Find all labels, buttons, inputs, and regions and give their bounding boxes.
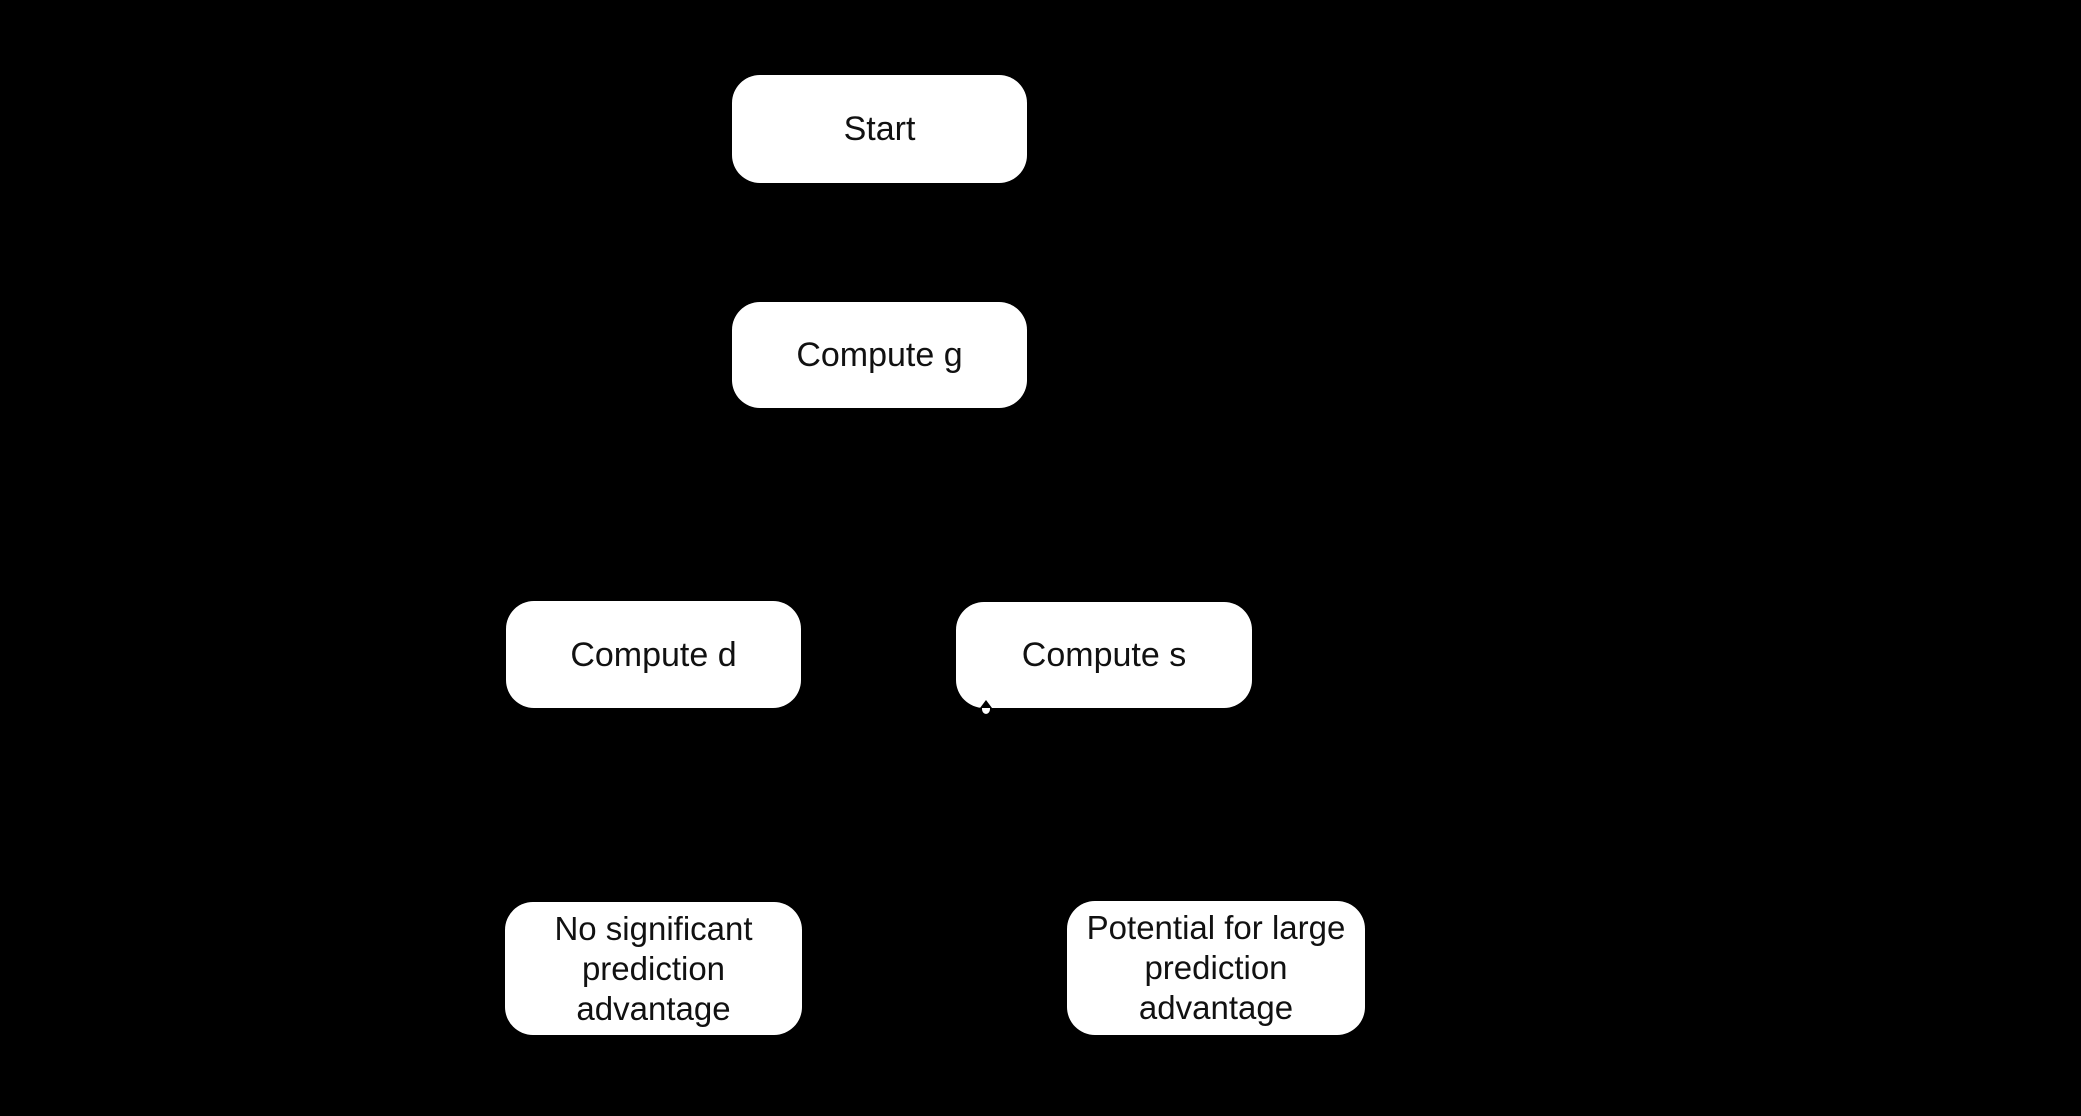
node-potential-advantage-label: Potential for large prediction advantage	[1086, 909, 1346, 1026]
arrowhead-artifact-speck	[982, 704, 990, 714]
node-compute-g-label: Compute g	[796, 336, 963, 374]
flowchart-node-compute-g: Compute g	[732, 302, 1027, 408]
node-start-label: Start	[843, 110, 916, 148]
flowchart-node-compute-s: Compute s	[956, 602, 1252, 714]
node-compute-d-label: Compute d	[570, 635, 737, 674]
flowchart-node-no-advantage: No significant prediction advantage	[505, 902, 802, 1035]
node-compute-s-label: Compute s	[1021, 636, 1187, 674]
node-no-advantage-label: No significant prediction advantage	[554, 909, 753, 1027]
arrowhead-artifact-notch	[980, 700, 992, 708]
flowchart-node-start: Start	[732, 75, 1027, 183]
flowchart-node-potential-advantage: Potential for large prediction advantage	[1067, 901, 1365, 1035]
flowchart-node-compute-d: Compute d	[506, 601, 801, 708]
